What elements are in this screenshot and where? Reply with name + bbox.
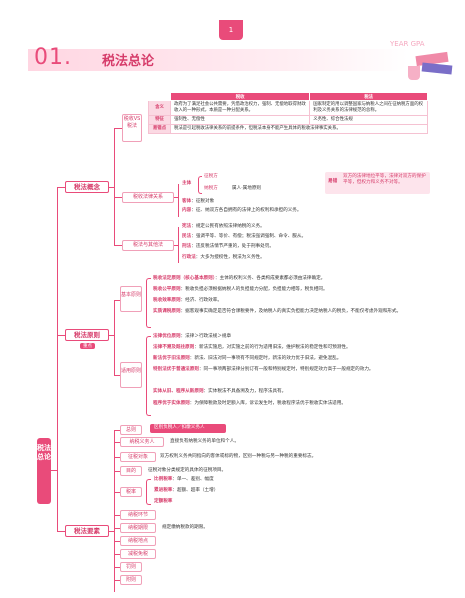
- element-tax-item: 目的: [120, 466, 142, 476]
- element-tax-rate: 税率: [120, 487, 142, 497]
- element-penalties: 罚则: [120, 562, 142, 572]
- element-general-provisions: 总则: [120, 425, 142, 435]
- list-item: 程序优于实体原则：为保障税款及时足额入库，诉讼发生时，税收程序法优于税收实体法适…: [153, 401, 346, 406]
- object-value: 征税对象: [195, 199, 215, 204]
- taxpayer-side: 纳税方: [204, 186, 218, 191]
- list-item: 税收法定原则（核心基本原则）：主体的权利义务、各类构成要素都必须由法律确定。: [153, 276, 326, 281]
- tax-collector-side: 征税方: [204, 174, 218, 179]
- column-header-law: 税法: [309, 92, 428, 101]
- element-supplementary: 附则: [120, 575, 142, 585]
- table-row: 特征 强制性、无偿性 义务性、综合性法规: [148, 115, 428, 125]
- list-item: 行政法：大多为授权性，税法为义务性。: [182, 255, 265, 260]
- list-item: 宪法：规定公民有依照法律纳税的义务。: [182, 224, 265, 229]
- list-item: 定额税率: [154, 499, 173, 504]
- error-prone-label: 易错: [328, 179, 338, 184]
- element-tax-period-desc: 规定缴纳税款的期限。: [162, 525, 208, 530]
- withholding-note: 区别负税人／扣缴义务人: [154, 425, 205, 430]
- list-item: 特别法优于普通法原则：同一事项两部法律分别订有一般和特别规定时，特别规定效力高于…: [153, 367, 374, 372]
- basic-principles-node: 基本原则: [120, 286, 142, 312]
- content-value: 征、纳双方各自拥有的法律上的权利和承担的义务。: [195, 208, 302, 213]
- element-tax-relief: 减税免税: [120, 549, 156, 559]
- personal-territorial-principle: 属人·属地原则: [232, 186, 262, 191]
- element-tax-place: 纳税地点: [120, 536, 156, 546]
- tax-legal-relation-node: 税收法律关系: [122, 192, 174, 203]
- books-decoration-icon: YEAR GPA: [390, 40, 456, 84]
- list-item: 累进税率：超额、超率（土增）: [154, 488, 219, 493]
- content-label: 内容: [182, 208, 192, 213]
- principles-node: 税法原则: [65, 329, 109, 341]
- list-item: 刑法：违反税法情节严重的，处于刑事处罚。: [182, 244, 274, 249]
- concept-node: 税法概念: [65, 181, 109, 193]
- list-item: 新法优于旧法原则：新法、旧法对同一事项有不同规定时，新法的效力优于旧法，避免混乱…: [153, 356, 342, 361]
- tax-law-comparison-table: 税收 税法 含义 政府为了满足社会公共需要，凭借政治权力，强制、无偿地取得财政收…: [148, 92, 428, 134]
- list-item: 实质课税原则：据客观事实确定是否符合课税要件，及纳税人的真实负担能力决定纳税人的…: [153, 309, 402, 314]
- table-row: 易错点 税法是引起税收法律关系的前提条件，但税法本身不能产生具体的税收法律事实关…: [148, 124, 428, 134]
- element-tax-object-desc: 双方权利义务共同指向的客体或标的物，区别一种税与另一种税的重要标志。: [160, 454, 317, 459]
- list-item: 民法：强调平等、等价、有偿；税法强调强制、命令、服从。: [182, 234, 307, 239]
- title-background: [28, 49, 408, 71]
- decoration-text: YEAR GPA: [390, 40, 425, 48]
- list-item: 法律优位原则：法律＞行政法规＞规章: [153, 334, 232, 339]
- list-item: 实体从旧、程序从新原则：实体税法不具备溯及力，程序法具有。: [153, 389, 287, 394]
- element-tax-link: 纳税环节: [120, 510, 156, 520]
- object-label: 客体: [182, 199, 192, 204]
- relation-note: 双方的法律地位平等，法律对双方的保护平等，但权力和义务不对等。: [343, 174, 426, 185]
- chapter-title-bar: 01. 税法总论: [28, 45, 408, 73]
- tax-vs-law-node: 税收VS税法: [122, 114, 142, 142]
- list-item: 税收效率原则：经济、行政效率。: [153, 298, 222, 303]
- element-taxpayer: 纳税义务人: [120, 437, 164, 447]
- chapter-number: 01.: [34, 45, 72, 70]
- element-taxpayer-desc: 直接负有纳税义务的单位和个人。: [170, 439, 239, 444]
- element-tax-item-desc: 征税对象分类规定的具体的征税项目。: [148, 468, 227, 473]
- list-item: 比例税率：单一、差别、幅度: [154, 477, 214, 482]
- list-item: 法律不溯及既往原则：新法实施后，对实施之前的行为适用旧法，维护税法的稳定性和可预…: [153, 345, 351, 350]
- subject-label: 主体: [182, 181, 192, 186]
- element-tax-period: 纳税期限: [120, 523, 156, 533]
- list-item: 税收公平原则：税收负担必须根据纳税人的负担能力分配，负担能力相等，税负相同。: [153, 287, 328, 292]
- element-tax-object: 征税对象: [120, 452, 156, 462]
- elements-node: 税法要素: [65, 525, 109, 537]
- table-row: 含义 政府为了满足社会公共需要，凭借政治权力，强制、无偿地取得财政收入的一种形式…: [148, 100, 428, 116]
- key-point-badge: 重点: [80, 343, 95, 349]
- column-header-tax: 税收: [169, 92, 311, 101]
- tax-and-other-law-node: 税法与其他法: [122, 240, 174, 251]
- chapter-title: 税法总论: [102, 54, 155, 69]
- applied-principles-node: 适用原则: [120, 362, 142, 388]
- root-node: 税法总论: [37, 438, 51, 504]
- chapter-tab: 1: [219, 20, 243, 40]
